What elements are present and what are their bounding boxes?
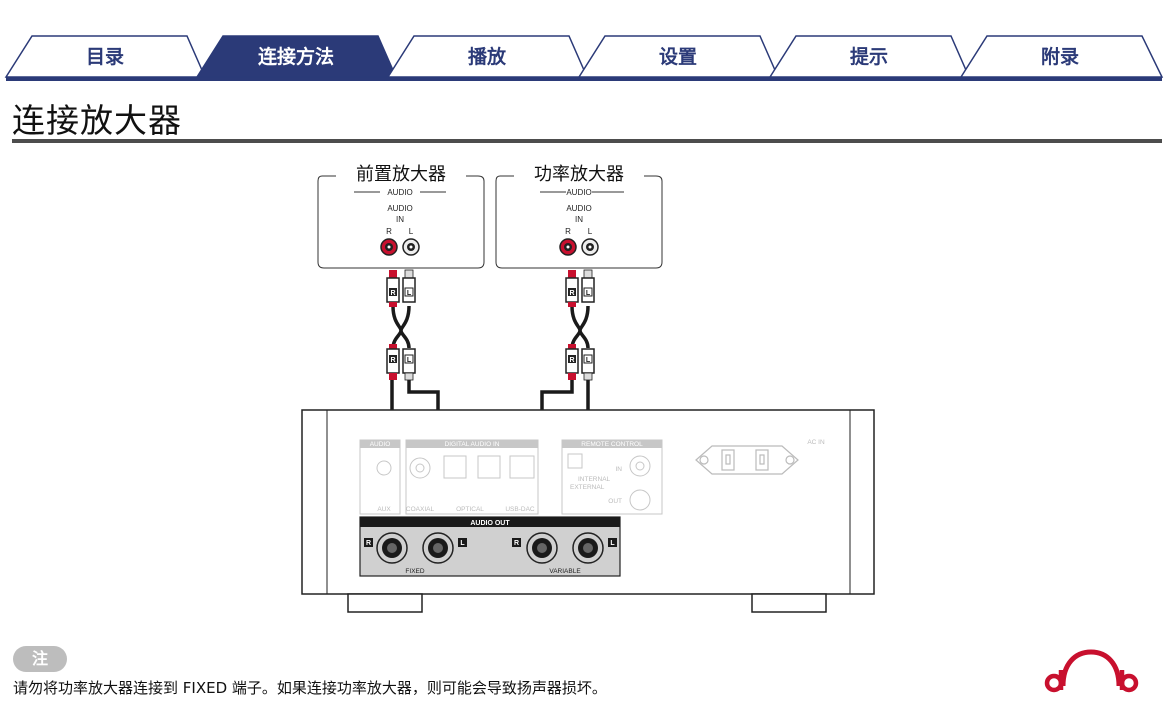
device-usb-label: USB-DAC	[505, 506, 535, 513]
device-internal-label: INTERNAL	[578, 476, 611, 483]
preamp-input-label: AUDIO	[387, 204, 412, 213]
device-audio-label: AUDIO	[370, 441, 391, 448]
note-badge: 注	[13, 646, 67, 672]
page-title: 连接放大器	[12, 101, 182, 140]
plug-r-label: R	[390, 290, 395, 297]
poweramp-name: 功率放大器	[534, 164, 624, 185]
fixed-jack-l	[422, 532, 454, 564]
tab-settings[interactable]: 设置	[658, 46, 697, 68]
preamp-r-label: R	[386, 227, 392, 236]
device-aux-label: AUX	[377, 506, 391, 513]
device-ac-in-label: AC IN	[807, 439, 825, 446]
tab-bg-playback[interactable]	[386, 35, 589, 78]
preamp-jack-l	[402, 238, 420, 256]
poweramp-input-in: IN	[575, 215, 583, 224]
poweramp-jack-r	[559, 238, 577, 256]
device-rc-out-label: OUT	[608, 498, 622, 505]
variable-l-label: L	[610, 540, 615, 547]
variable-r-label: R	[514, 540, 519, 547]
fixed-r-label: R	[366, 540, 371, 547]
plug-l-label: L	[407, 290, 412, 297]
device-rear-panel: AUDIO DIGITAL AUDIO IN REMOTE CONTROL AU…	[301, 409, 875, 613]
preamp-jack-r	[380, 238, 398, 256]
preamp-name: 前置放大器	[356, 164, 446, 185]
poweramp-l-label: L	[588, 227, 593, 236]
tab-playback[interactable]: 播放	[467, 46, 506, 68]
poweramp-r-label: R	[565, 227, 571, 236]
fixed-l-label: L	[460, 540, 465, 547]
poweramp-input-label: AUDIO	[566, 204, 591, 213]
connection-diagram: 前置放大器 AUDIO AUDIO IN R L 功率放大器 AUDIO AUD…	[301, 164, 875, 613]
device-external-label: EXTERNAL	[570, 484, 605, 491]
poweramp-box: 功率放大器 AUDIO AUDIO IN R L	[495, 164, 663, 269]
rca-plug-r-top-preamp: R	[386, 270, 400, 307]
tab-appendix[interactable]: 附录	[1040, 46, 1079, 68]
plug-r-label: R	[569, 357, 574, 364]
tab-connection[interactable]: 连接方法	[257, 46, 334, 68]
tab-bg-settings[interactable]	[577, 35, 780, 78]
preamp-input-in: IN	[396, 215, 404, 224]
tab-bg-tips[interactable]	[768, 35, 971, 78]
plug-l-label: L	[407, 357, 412, 364]
title-divider	[12, 139, 1162, 143]
plug-r-label: R	[390, 357, 395, 364]
rca-plug-r-top-poweramp: R	[565, 270, 579, 307]
tab-bg-connection[interactable]	[195, 35, 398, 78]
device-foot-right	[751, 593, 827, 613]
variable-jack-l	[572, 532, 604, 564]
rca-plug-l-bottom-poweramp: L	[581, 348, 595, 381]
preamp-section-label: AUDIO	[387, 188, 412, 197]
variable-jack-r	[526, 532, 558, 564]
fixed-label: FIXED	[405, 568, 424, 575]
brand-logo	[1044, 649, 1139, 693]
preamp-box: 前置放大器 AUDIO AUDIO IN R L	[317, 164, 485, 269]
device-rc-in-label: IN	[616, 466, 623, 473]
ac-inlet	[695, 445, 799, 475]
note-text: 请勿将功率放大器连接到 FIXED 端子。如果连接功率放大器，则可能会导致扬声器…	[13, 679, 607, 697]
preamp-l-label: L	[409, 227, 414, 236]
tab-bg-catalog[interactable]	[4, 35, 207, 78]
variable-label: VARIABLE	[549, 568, 581, 575]
fixed-jack-r	[376, 532, 408, 564]
poweramp-jack-l	[581, 238, 599, 256]
rca-plug-l-top-poweramp: L	[581, 269, 595, 303]
rca-plug-l-top-preamp: L	[402, 269, 416, 303]
rca-plug-r-bottom-poweramp: R	[565, 344, 579, 380]
tab-tips[interactable]: 提示	[849, 46, 888, 68]
device-remote-label: REMOTE CONTROL	[581, 441, 643, 448]
tab-bg-appendix[interactable]	[959, 35, 1164, 78]
rca-plug-r-bottom-preamp: R	[386, 344, 400, 380]
device-optical-label: OPTICAL	[456, 506, 484, 513]
rca-plug-l-bottom-preamp: L	[402, 348, 416, 381]
device-foot-left	[347, 593, 423, 613]
device-digital-in-label: DIGITAL AUDIO IN	[445, 441, 500, 448]
tab-catalog[interactable]: 目录	[85, 46, 124, 68]
poweramp-section-label: AUDIO	[566, 188, 591, 197]
device-coaxial-label: COAXIAL	[406, 506, 435, 513]
tab-baseline	[6, 76, 1162, 81]
plug-l-label: L	[586, 357, 591, 364]
plug-l-label: L	[586, 290, 591, 297]
audio-out-label: AUDIO OUT	[470, 520, 510, 527]
plug-r-label: R	[569, 290, 574, 297]
tab-shapes	[4, 35, 1164, 81]
nav-tabs: 目录 连接方法 播放 设置 提示 附录	[0, 0, 1172, 82]
